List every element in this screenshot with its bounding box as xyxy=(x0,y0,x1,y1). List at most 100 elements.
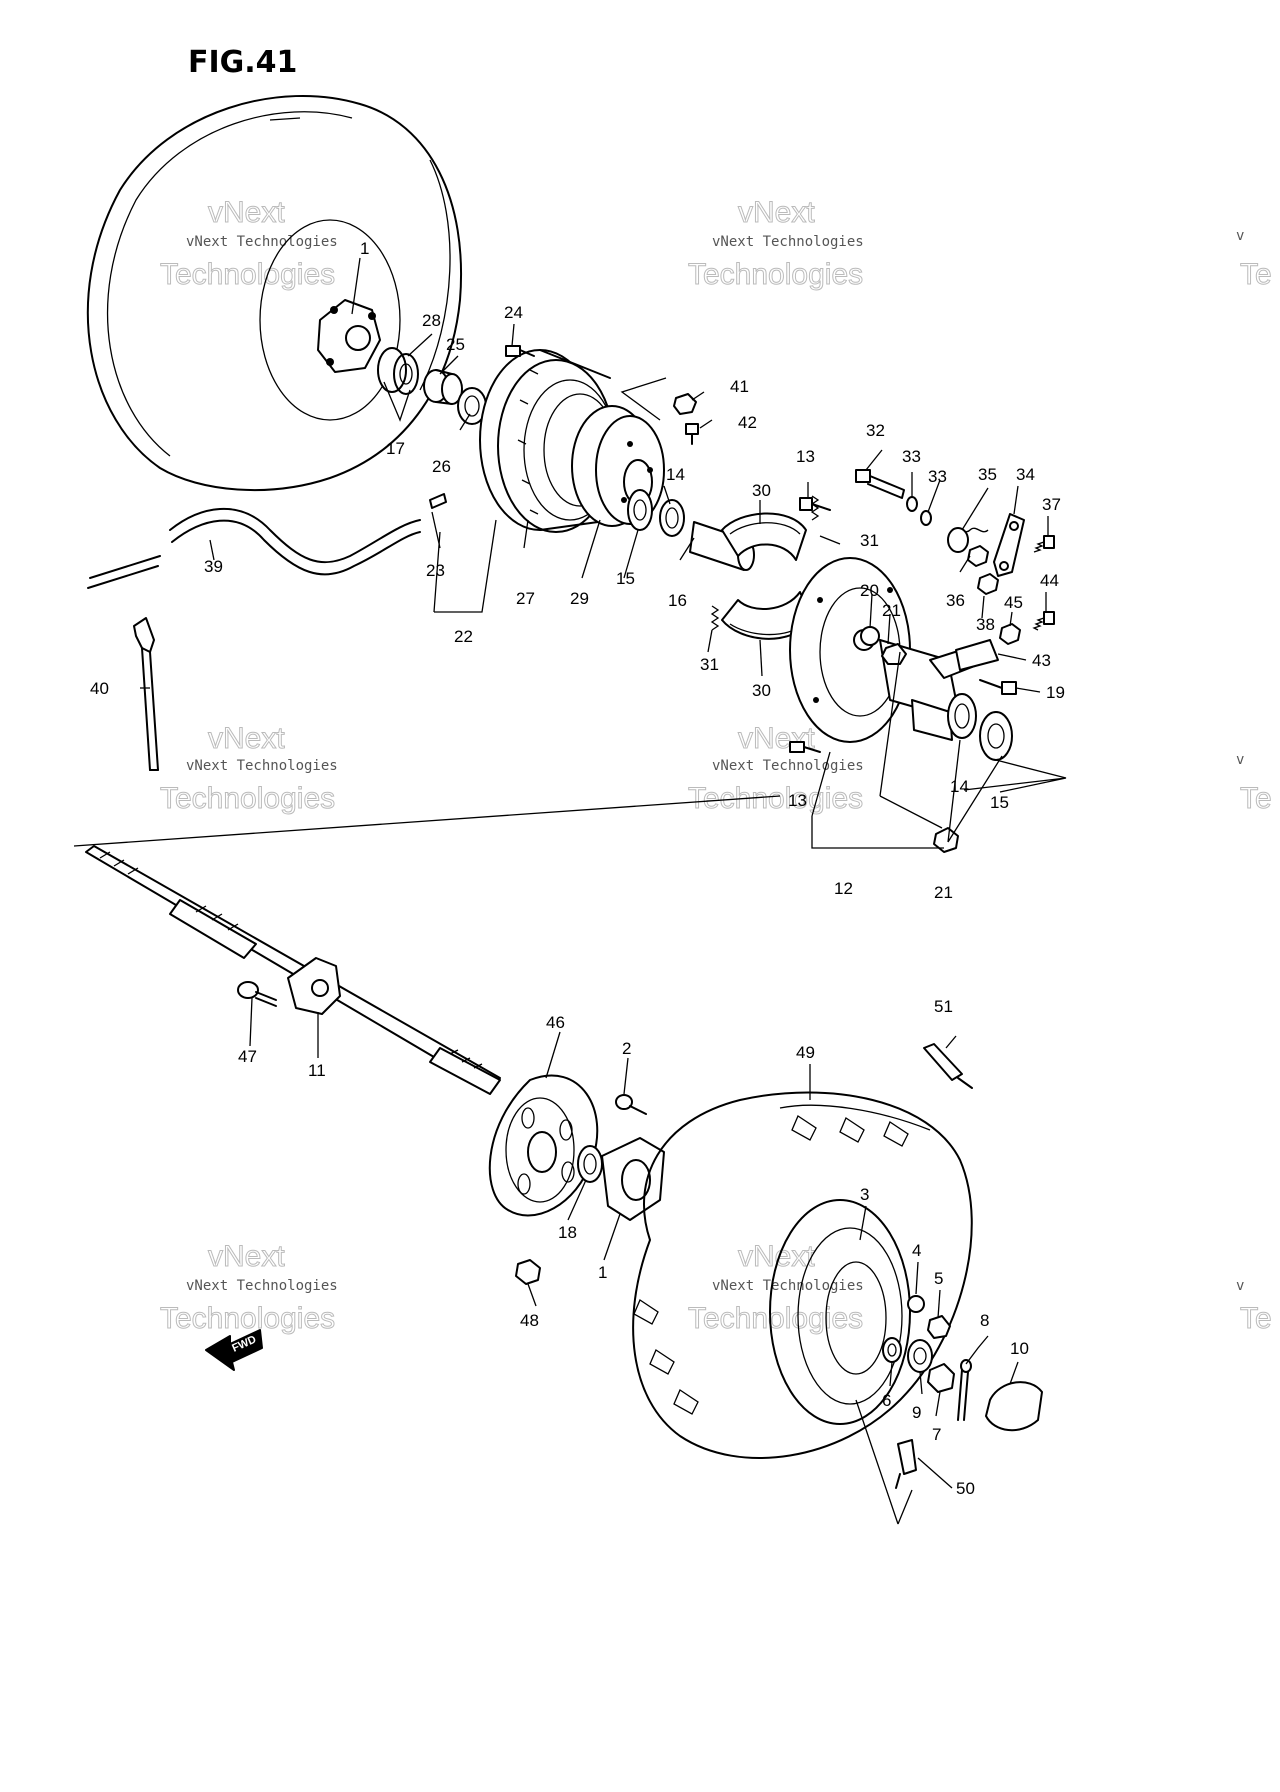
nut-36 xyxy=(967,545,989,567)
callout-34: 34 xyxy=(1016,465,1035,484)
bolt-24 xyxy=(505,345,535,357)
svg-text:vNext: vNext xyxy=(208,1240,285,1273)
spring-31-lower xyxy=(710,605,720,631)
figure-title: FIG.41 xyxy=(188,45,297,80)
brake-cam-pin-32 xyxy=(855,469,905,499)
callout-35: 35 xyxy=(978,465,997,484)
bolt-19 xyxy=(979,679,1017,695)
bolt-2 xyxy=(615,1094,647,1115)
nut-4 xyxy=(907,1295,925,1313)
wheel-hub-upper xyxy=(317,299,381,373)
svg-text:vNext: vNext xyxy=(208,196,285,229)
callout-31-lower: 31 xyxy=(700,655,719,674)
callout-17: 17 xyxy=(386,439,405,458)
callout-22: 22 xyxy=(454,627,473,646)
callout-41: 41 xyxy=(730,377,749,396)
callout-49: 49 xyxy=(796,1043,815,1062)
spring-31-upper xyxy=(810,495,820,521)
callout-33-a: 33 xyxy=(902,447,921,466)
callout-29: 29 xyxy=(570,589,589,608)
nut-20 xyxy=(860,626,880,646)
callout-23: 23 xyxy=(426,561,445,580)
cap-10 xyxy=(985,1381,1043,1432)
nut-21-upper xyxy=(881,643,907,665)
callout-39: 39 xyxy=(204,557,223,576)
nut-41 xyxy=(673,393,697,415)
nut-38 xyxy=(977,573,999,595)
callout-1-lower: 1 xyxy=(598,1263,607,1282)
valve-50 xyxy=(895,1439,917,1489)
callout-4: 4 xyxy=(912,1241,921,1260)
callout-30-lower: 30 xyxy=(752,681,771,700)
callout-21-lower: 21 xyxy=(934,883,953,902)
callout-12: 12 xyxy=(834,879,853,898)
callout-40: 40 xyxy=(90,679,109,698)
callout-33-b: 33 xyxy=(928,467,947,486)
bolt-42 xyxy=(685,423,699,445)
watermark-low-center: vNext vNext Technologies Technologies xyxy=(688,1240,864,1336)
svg-text:vNext Technologies: vNext Technologies xyxy=(712,758,864,774)
callout-14-upper: 14 xyxy=(666,465,685,484)
pin-51 xyxy=(923,1043,973,1089)
callout-38: 38 xyxy=(976,615,995,634)
svg-text:vNext Technologies: vNext Technologies xyxy=(712,1278,864,1294)
callout-5: 5 xyxy=(934,1269,943,1288)
watermark-top-left: vNext vNext Technologies Technologies xyxy=(160,196,338,292)
svg-text:Technologies: Technologies xyxy=(160,782,335,815)
bolt-44 xyxy=(1032,611,1055,631)
callout-48: 48 xyxy=(520,1311,539,1330)
watermark-right-edge: v Te v Te v Te xyxy=(1236,228,1272,1336)
callout-31-upper: 31 xyxy=(860,531,879,550)
svg-text:vNext Technologies: vNext Technologies xyxy=(712,234,864,250)
callout-1-upper: 1 xyxy=(360,239,369,258)
watermark-mid-center: vNext vNext Technologies Technologies xyxy=(688,722,864,816)
washer-6 xyxy=(882,1337,902,1363)
callout-50: 50 xyxy=(956,1479,975,1498)
svg-text:Technologies: Technologies xyxy=(160,258,335,291)
svg-text:v: v xyxy=(1236,228,1244,244)
svg-text:v: v xyxy=(1236,752,1244,768)
bearing-15-lower xyxy=(979,711,1013,761)
callout-25: 25 xyxy=(446,335,465,354)
svg-text:vNext: vNext xyxy=(738,1240,815,1273)
castle-nut-7 xyxy=(927,1363,955,1393)
svg-text:Technologies: Technologies xyxy=(688,258,863,291)
wheel-hub-lower xyxy=(601,1137,665,1221)
bolt-37 xyxy=(1033,535,1055,553)
spring-35 xyxy=(947,527,989,553)
cotter-pin-8 xyxy=(957,1359,972,1421)
callout-46: 46 xyxy=(546,1013,565,1032)
callout-3: 3 xyxy=(860,1185,869,1204)
callout-44: 44 xyxy=(1040,571,1059,590)
callout-24: 24 xyxy=(504,303,523,322)
svg-text:Te: Te xyxy=(1240,1302,1272,1335)
callout-27: 27 xyxy=(516,589,535,608)
callout-2: 2 xyxy=(622,1039,631,1058)
watermark-top-center: vNext vNext Technologies Technologies xyxy=(688,196,864,292)
watermark-low-left: vNext vNext Technologies Technologies xyxy=(160,1240,338,1336)
rear-axle-11 xyxy=(85,845,501,1095)
brake-shoe-upper xyxy=(721,512,807,561)
callout-21-upper: 21 xyxy=(882,601,901,620)
svg-text:vNext Technologies: vNext Technologies xyxy=(186,234,338,250)
svg-text:v: v xyxy=(1236,1278,1244,1294)
callout-28: 28 xyxy=(422,311,441,330)
svg-text:Te: Te xyxy=(1240,258,1272,291)
callout-14-lower: 14 xyxy=(950,777,969,796)
callout-13-upper: 13 xyxy=(796,447,815,466)
callout-10: 10 xyxy=(1010,1339,1029,1358)
nut-48 xyxy=(515,1259,541,1285)
callout-32: 32 xyxy=(866,421,885,440)
spacer-collar xyxy=(423,369,463,405)
callout-9: 9 xyxy=(912,1403,921,1422)
bolt-47 xyxy=(237,981,277,1007)
brake-arm-34 xyxy=(993,513,1025,577)
nut-21-lower xyxy=(933,827,959,853)
callout-47: 47 xyxy=(238,1047,257,1066)
bolt-13-upper xyxy=(799,497,831,511)
brake-cable-39 xyxy=(87,508,421,589)
fwd-arrow-icon: FWD xyxy=(205,1329,263,1371)
callout-15-upper: 15 xyxy=(616,569,635,588)
svg-text:vNext Technologies: vNext Technologies xyxy=(186,758,338,774)
callout-18: 18 xyxy=(558,1223,577,1242)
